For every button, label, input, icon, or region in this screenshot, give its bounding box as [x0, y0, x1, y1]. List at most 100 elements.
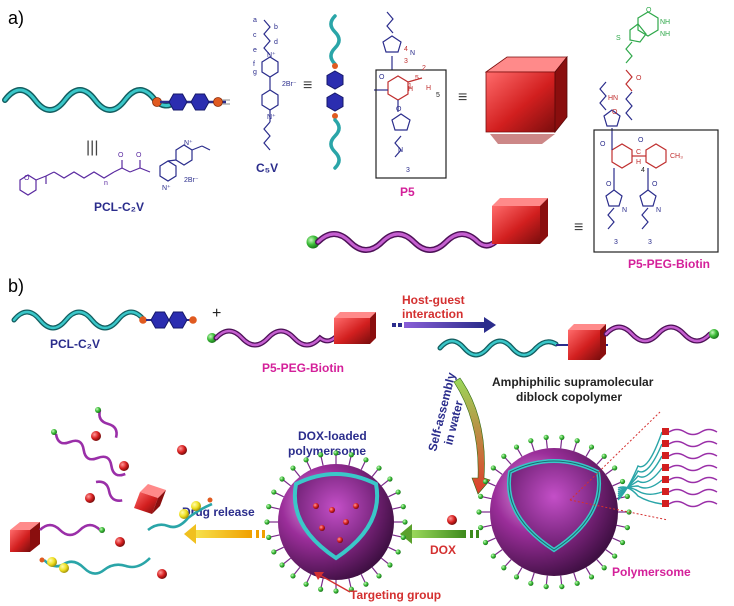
fan-host-box [662, 452, 669, 459]
bromide-label: 2Br⁻ [184, 177, 199, 184]
dox-label: DOX [430, 543, 456, 557]
biotin-ball [559, 434, 565, 441]
polymersome-right-tethers [476, 434, 632, 590]
biotin-ball [264, 519, 270, 525]
tether-line [545, 439, 548, 449]
dox-polymersome-tethers [264, 450, 408, 594]
bromide-label: 2Br⁻ [282, 81, 297, 88]
biotin-ball [528, 580, 534, 586]
chem-h: H [426, 85, 431, 92]
chem-o: O [638, 137, 644, 144]
tether-line [612, 537, 621, 543]
chem-n-plus: N⁺ [267, 51, 276, 59]
c5v-structure [261, 19, 279, 151]
biotin-ball [478, 524, 484, 531]
fan-peg-strand [668, 452, 718, 460]
biotin-ball [279, 476, 285, 482]
panel-a-label: a) [8, 8, 24, 28]
tether-line [360, 573, 366, 583]
chem-n: N [656, 207, 661, 214]
tether-line [573, 572, 578, 582]
letter-d: d [274, 39, 278, 46]
pcl-c2v-graphic [11, 309, 197, 331]
p5-prism-icon [484, 55, 568, 144]
fan-host-box [662, 464, 669, 471]
tether-line [596, 457, 604, 465]
tether-line [487, 481, 496, 487]
sub-3: 3 [648, 239, 652, 246]
p5-peg-biotin-label: P5-PEG-Biotin [628, 257, 710, 271]
drug-release-arrow-icon [184, 524, 265, 544]
chem-hn: HN [608, 95, 618, 102]
biotin-ball [387, 562, 393, 568]
tether-line [306, 461, 312, 471]
tether-line [516, 448, 523, 457]
chem-n: N [622, 207, 627, 214]
num-3: 3 [404, 58, 408, 65]
tether-line [573, 442, 578, 452]
dox-loaded-polymersome-icon [278, 464, 394, 580]
biotin-ball [513, 444, 520, 450]
tether-line [360, 461, 366, 471]
sub-3: 3 [614, 239, 618, 246]
biotin-ball [619, 539, 626, 546]
biotin-ball [482, 539, 489, 546]
chem-n: N [410, 50, 415, 57]
released-fragments [10, 407, 213, 579]
chem-o: O [606, 181, 612, 188]
targeting-arrow-icon [314, 572, 351, 593]
letter-e: e [253, 47, 257, 54]
tether-line [516, 567, 523, 576]
biotin-ball [624, 493, 630, 500]
tether-line [482, 524, 492, 528]
tether-line [605, 549, 614, 556]
tether-line [387, 492, 397, 498]
tether-line [348, 578, 352, 588]
tether-line [270, 506, 280, 510]
biotin-ball [348, 586, 354, 592]
biotin-ball [478, 493, 484, 500]
num-4: 4 [404, 46, 408, 53]
chem-o: O [652, 181, 658, 188]
tether-line [293, 469, 301, 478]
chem-o: O [396, 106, 402, 113]
plus-icon: + [212, 305, 221, 322]
chem-n-plus: N⁺ [184, 139, 193, 147]
letter-c: c [253, 32, 257, 39]
pcl-c2v-structure [19, 144, 211, 196]
chem-h: H [408, 86, 413, 93]
pcl-c2v-label: PCL-C₂V [94, 200, 144, 214]
num-1: 1 [408, 83, 412, 90]
num-2: 2 [422, 65, 426, 72]
chem-nh: NH [660, 31, 670, 38]
tether-line [585, 567, 592, 576]
p5-label: P5 [400, 185, 415, 199]
biotin-ball [363, 581, 369, 587]
biotin-ball [482, 478, 489, 485]
amphiphilic-label-2: diblock copolymer [516, 390, 622, 404]
tether-line [371, 469, 379, 478]
biotin-ball [395, 489, 401, 495]
biotin-ball [490, 465, 496, 471]
biotin-ball [348, 452, 354, 458]
biotin-ball [290, 573, 296, 579]
tether-line [612, 481, 621, 487]
fan-peg-strand [668, 500, 718, 508]
biotin-ball [376, 573, 382, 579]
tether-line [275, 492, 285, 498]
tether-line [283, 557, 292, 565]
chem-ch: C [636, 149, 641, 156]
fan-strand [617, 443, 663, 499]
biotin-ball [333, 588, 339, 594]
letter-a: a [253, 17, 257, 24]
chem-n-sub: n [104, 180, 108, 187]
biotin-ball [543, 434, 549, 441]
sub-5: 5 [436, 92, 440, 99]
biotin-ball [266, 504, 272, 510]
chem-o: O [136, 152, 142, 159]
fan-peg-strand [668, 488, 718, 496]
polymersome-label: Polymersome [612, 565, 691, 579]
copolymer-graphic [437, 324, 719, 360]
c5v-label: C₅V [256, 161, 278, 175]
